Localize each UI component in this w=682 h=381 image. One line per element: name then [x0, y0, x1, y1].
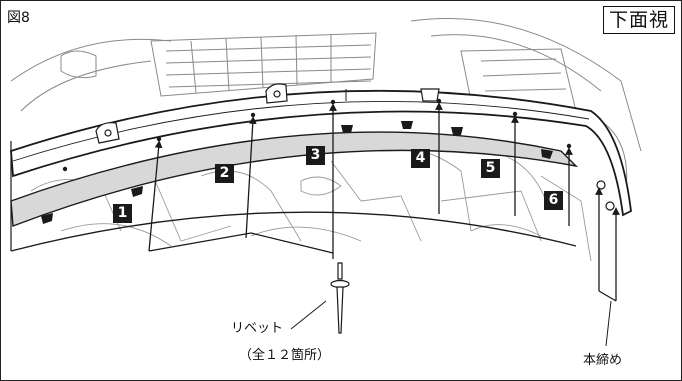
callout-1: 1 — [113, 204, 132, 223]
rivet-icon — [330, 262, 350, 334]
lower-clips — [41, 121, 553, 224]
rivet-holes — [62, 98, 572, 172]
callout-5: 5 — [481, 159, 500, 178]
leader-arrows — [148, 102, 620, 302]
callout-3: 3 — [306, 146, 325, 165]
fastener-label: 本締め — [583, 353, 623, 368]
fastener-leader — [605, 300, 612, 347]
rivet-count-label: （全１２箇所） — [239, 348, 331, 363]
lower-strip — [10, 131, 579, 227]
cutaway-boundary — [10, 211, 577, 252]
callout-4: 4 — [411, 149, 430, 168]
rivet-label: リベット — [231, 321, 284, 336]
rivet-leader — [290, 300, 327, 330]
mounting-tabs — [95, 83, 440, 144]
end-fasteners — [596, 180, 615, 211]
grille-sketch — [10, 18, 642, 192]
view-label: 下面視 — [602, 6, 675, 34]
callout-6: 6 — [544, 191, 563, 210]
figure-label: 図8 — [7, 10, 30, 26]
callout-2: 2 — [215, 164, 234, 183]
